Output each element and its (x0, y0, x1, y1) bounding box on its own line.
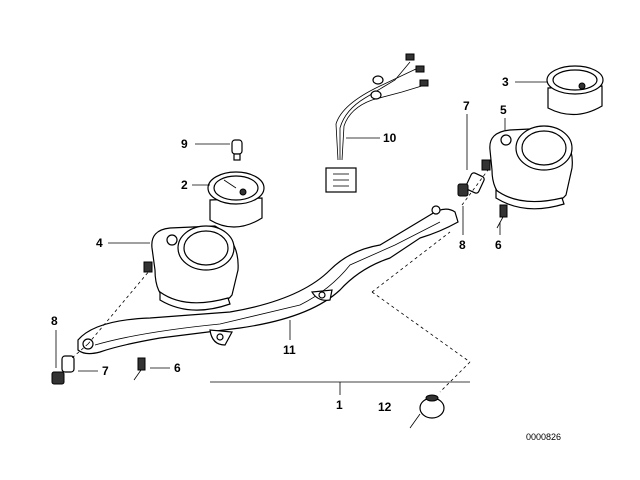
bulb (231, 139, 243, 161)
wiring-harness (325, 53, 429, 193)
callout-3: 3 (502, 75, 509, 89)
left-spacer (51, 355, 75, 385)
callout-8-left: 8 (51, 314, 58, 328)
callout-9: 9 (181, 137, 188, 151)
callout-8-right: 8 (459, 238, 466, 252)
right-spacer (457, 172, 485, 197)
callout-numbers: 9 2 4 3 5 7 8 6 10 11 8 7 6 1 12 (51, 75, 509, 414)
left-gauge (207, 171, 265, 228)
callout-6-left: 6 (174, 361, 181, 375)
reference-number: 0000826 (526, 432, 561, 442)
callout-12: 12 (378, 400, 392, 414)
mounting-bracket (77, 205, 459, 355)
callout-2: 2 (181, 178, 188, 192)
right-gauge (546, 65, 604, 116)
assembly-dashed-lines (71, 169, 489, 393)
callout-4: 4 (96, 236, 103, 250)
callout-11: 11 (283, 343, 296, 357)
callout-7-right: 7 (463, 99, 470, 113)
right-gauge-housing (481, 125, 573, 210)
rubber-mount (409, 394, 445, 429)
callout-5: 5 (500, 103, 507, 117)
left-screw (133, 357, 146, 381)
callout-7-left: 7 (102, 364, 109, 378)
callout-6-right: 6 (495, 238, 502, 252)
callout-10: 10 (383, 131, 397, 145)
left-gauge-housing (143, 225, 239, 311)
callout-1: 1 (336, 398, 343, 412)
leader-lines (55, 81, 548, 395)
right-screw (496, 204, 508, 229)
